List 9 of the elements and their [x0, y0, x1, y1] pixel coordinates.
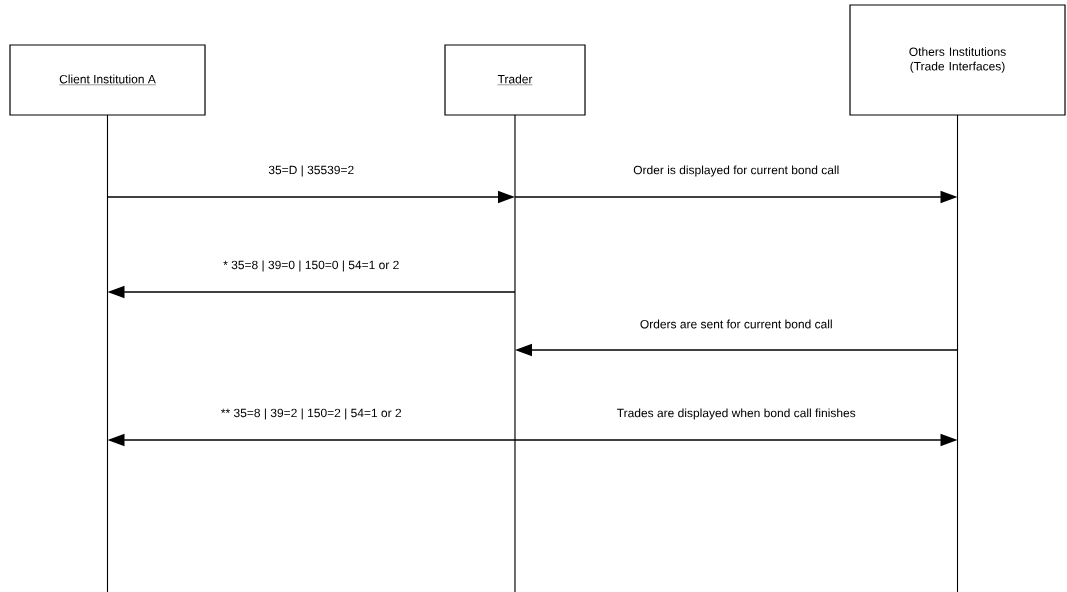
message-label: 35=D | 35539=2: [267, 164, 356, 178]
participant-box: Trader: [444, 44, 586, 116]
message-label: Order is displayed for current bond call: [632, 164, 841, 178]
message-label: Trades are displayed when bond call finishes: [615, 407, 857, 421]
participant-box: Others Institutions (Trade Interfaces): [849, 4, 1066, 116]
message-label: ** 35=8 | 39=2 | 150=2 | 54=1 or 2: [219, 407, 403, 421]
message-label: * 35=8 | 39=0 | 150=0 | 54=1 or 2: [222, 259, 401, 273]
participant-box: Client Institution A: [9, 44, 206, 116]
message-label: Orders are sent for current bond call: [638, 318, 834, 330]
